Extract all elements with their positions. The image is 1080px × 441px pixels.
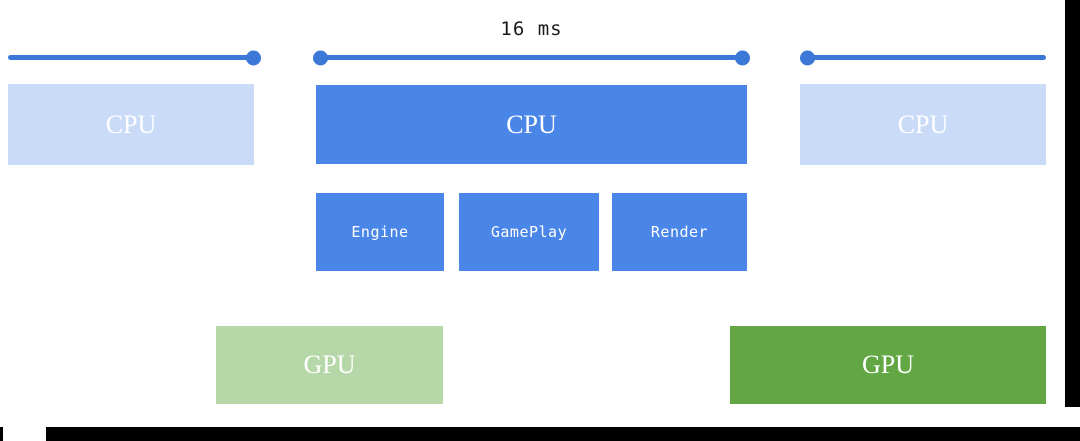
gpu-block-label: GPU (303, 350, 356, 379)
gpu-block-previous: GPU (216, 326, 443, 404)
right-edge-bar (1065, 0, 1080, 407)
cpu-subtask-label: Engine (351, 222, 409, 241)
current-frame-timeline (313, 50, 750, 65)
timeline-start-dot (800, 50, 815, 65)
next-frame-timeline (800, 50, 1046, 65)
frame-duration-label: 16 ms (500, 18, 563, 40)
bottom-left-corner-bar (0, 427, 3, 441)
cpu-subtask-render: Render (612, 193, 747, 271)
cpu-block-label: CPU (897, 109, 949, 139)
gpu-block-label: GPU (861, 350, 914, 379)
cpu-subtask-label: Render (650, 222, 709, 241)
cpu-block-next: CPU (800, 84, 1046, 165)
cpu-subtask-engine: Engine (316, 193, 444, 271)
timeline-start-dot (313, 50, 328, 65)
cpu-block-label: CPU (506, 109, 557, 139)
cpu-subtask-gameplay: GamePlay (459, 193, 599, 271)
cpu-block-label: CPU (105, 109, 157, 139)
cpu-block-previous: CPU (8, 84, 254, 165)
timeline-end-dot (735, 50, 750, 65)
gpu-block-current: GPU (730, 326, 1046, 404)
bottom-edge-bar (46, 427, 1080, 441)
cpu-block-current: CPU (316, 85, 747, 164)
timeline-end-dot (246, 50, 261, 65)
previous-frame-timeline (8, 50, 261, 65)
cpu-subtask-label: GamePlay (490, 222, 568, 241)
